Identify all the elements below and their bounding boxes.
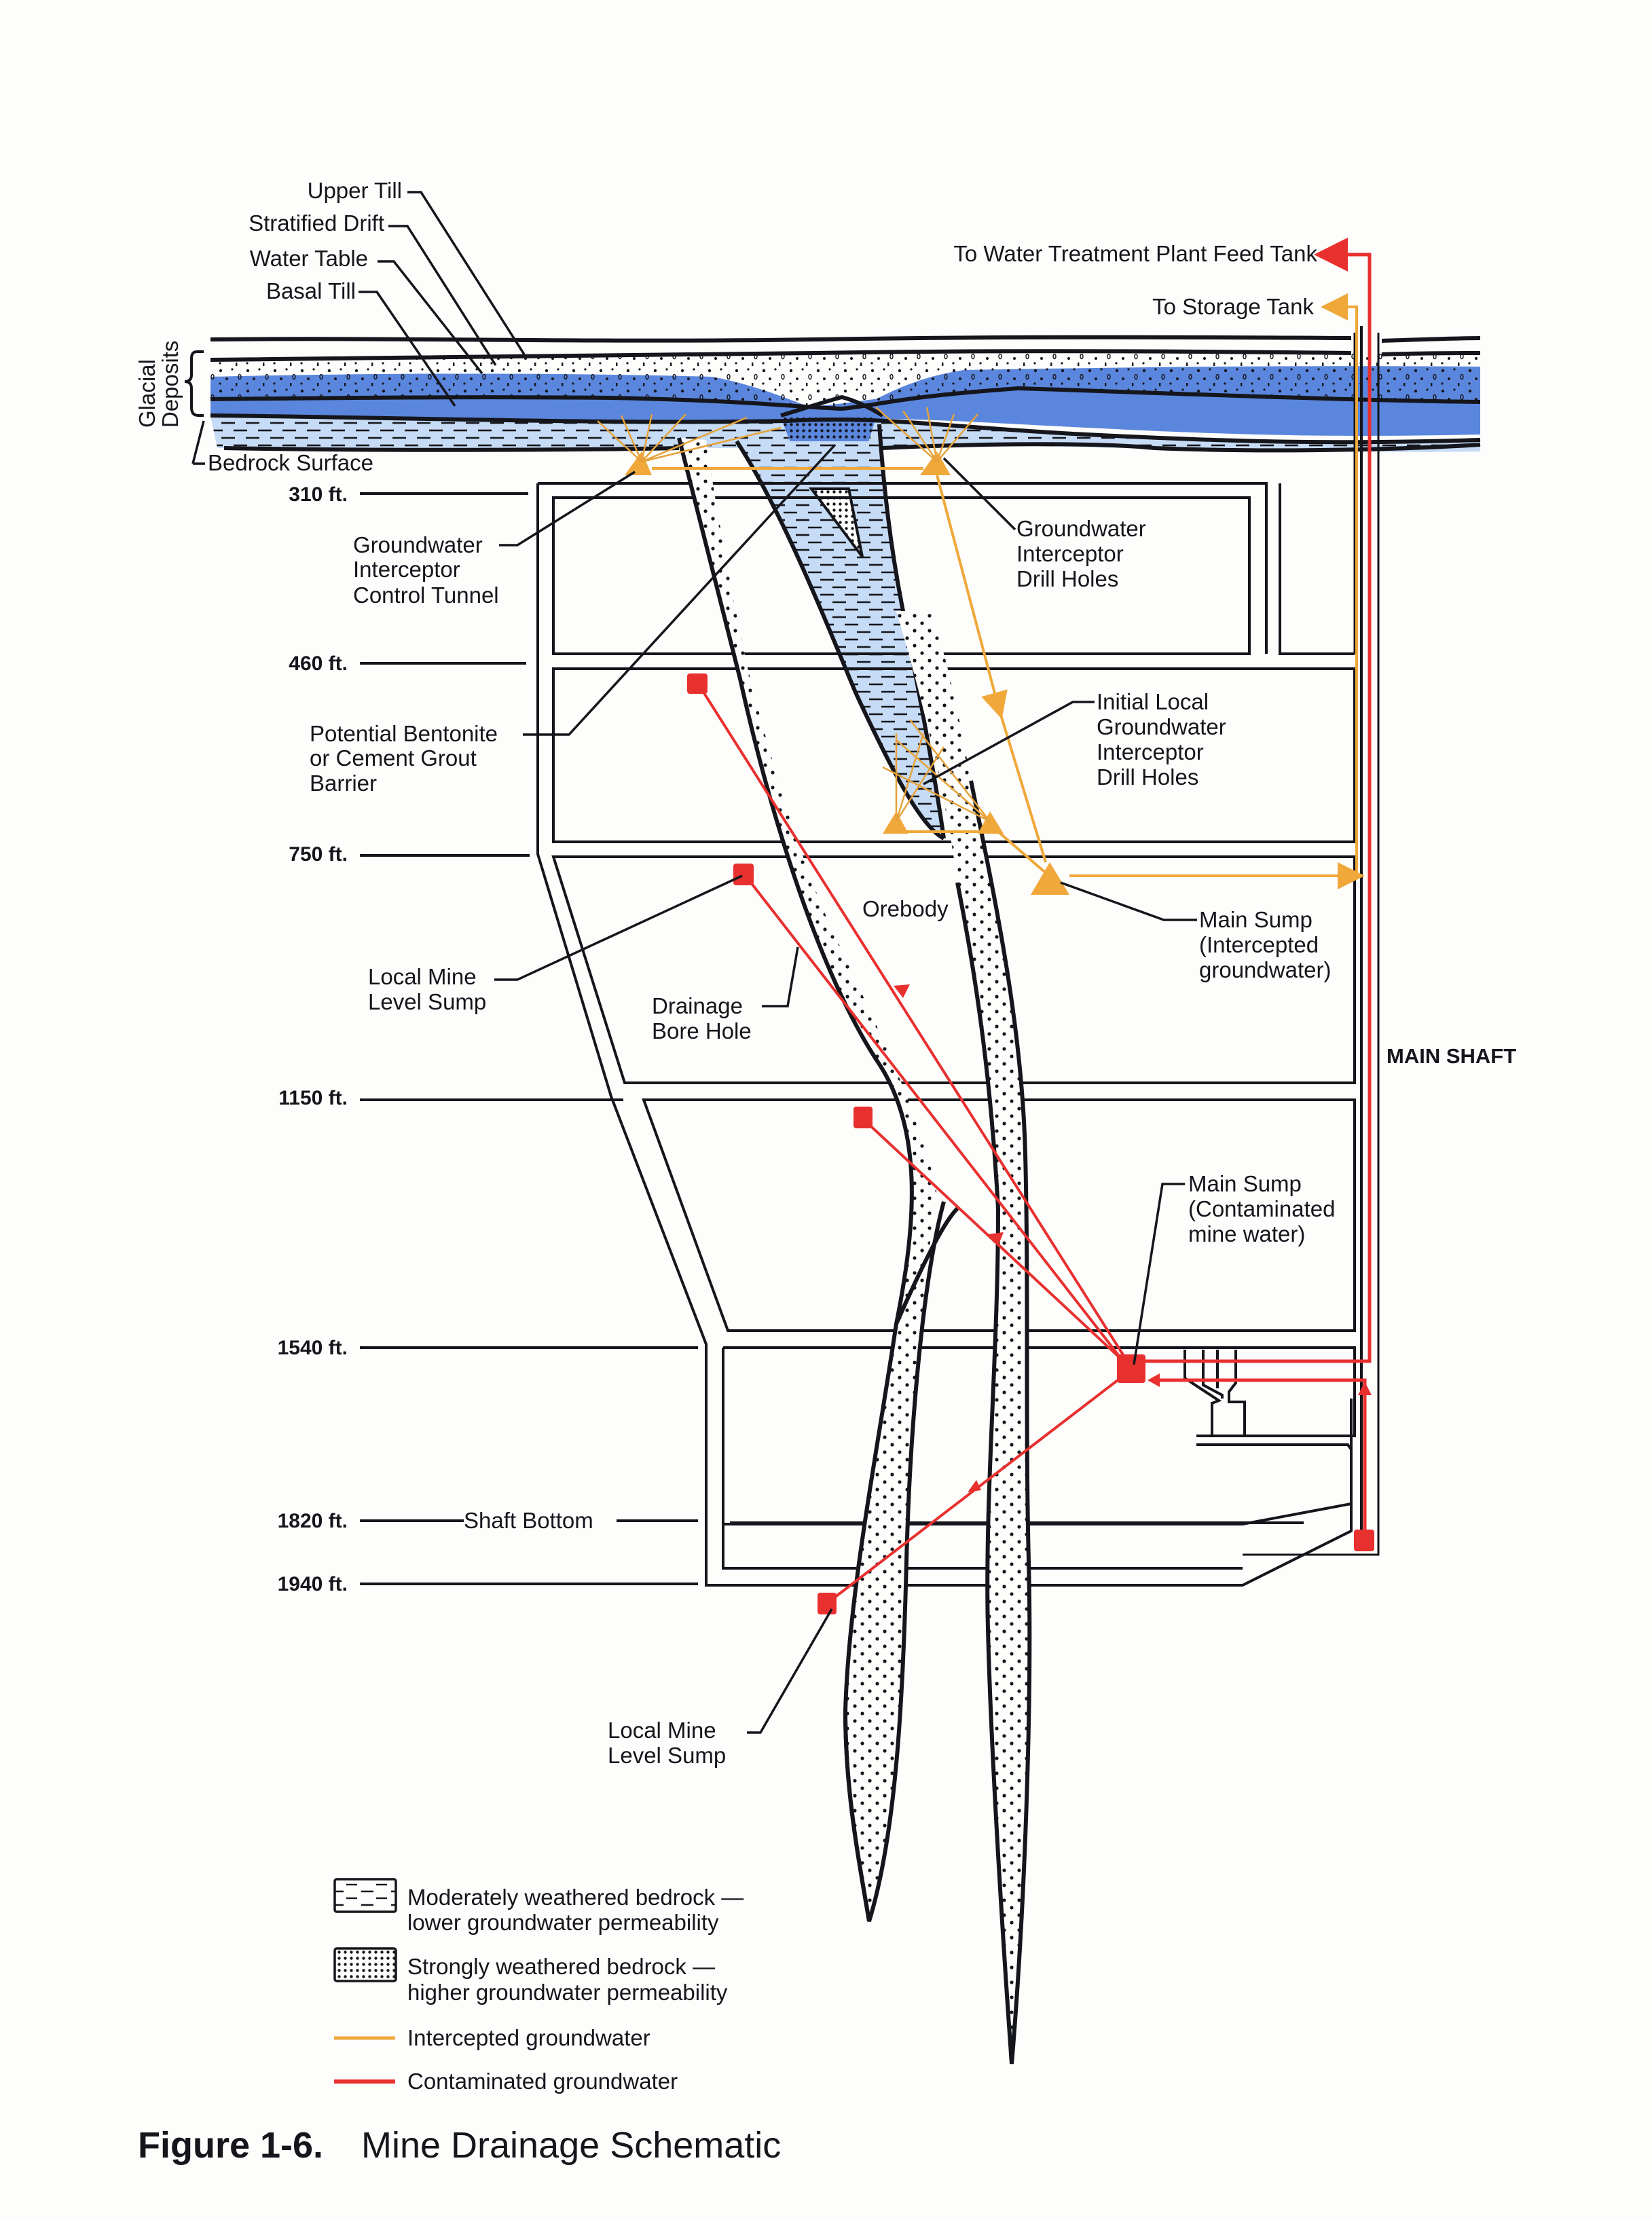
depth-750: 750 ft. (289, 843, 348, 866)
depth-460: 460 ft. (289, 652, 348, 675)
interceptor-initial-right (978, 811, 1004, 834)
legend: Moderately weathered bedrock — lower gro… (333, 1878, 744, 2094)
callout-grout-3: Barrier (310, 771, 377, 796)
callout-drill-holes-3: Drill Holes (1016, 566, 1118, 591)
callout-control-tunnel-2: Interceptor (353, 557, 460, 582)
interceptor-fan-left (625, 451, 652, 475)
callout-drill-holes-2: Interceptor (1016, 541, 1124, 566)
level-310-box (552, 496, 1251, 655)
glacial-label-line2: Deposits (158, 341, 183, 428)
orebody-left-limb (679, 438, 937, 1921)
upper-till-base-line (210, 349, 1352, 362)
interceptor-fan-right (920, 451, 951, 475)
callout-drill-holes-1: Groundwater (1016, 516, 1146, 541)
pump-structure (1183, 1350, 1246, 1436)
weathered-bedrock-wedge (737, 441, 944, 838)
callout-bore-hole-2: Bore Hole (652, 1018, 752, 1043)
callout-local-sump-upper-2: Level Sump (368, 989, 486, 1014)
depth-1150: 1150 ft. (278, 1087, 348, 1109)
contaminated-groundwater-flows (687, 238, 1374, 1614)
orebody-right-limb (896, 611, 1030, 2064)
label-basal-till: Basal Till (266, 278, 356, 303)
shaft-bottom-sump (1354, 1530, 1374, 1551)
depth-1540: 1540 ft. (278, 1337, 348, 1359)
label-bedrock-surface: Bedrock Surface (208, 450, 373, 475)
callout-main-sump-int-3: groundwater) (1199, 957, 1331, 982)
mine-workings (536, 326, 1363, 1587)
main-sump-intercepted-marker (1031, 862, 1069, 895)
legend-intercepted: Intercepted groundwater (407, 2025, 650, 2050)
callout-local-sump-lower-1: Local Mine (608, 1718, 716, 1743)
local-sump-460 (687, 673, 708, 694)
bedrock-lower-line (223, 442, 1481, 453)
callout-control-tunnel-1: Groundwater (353, 532, 483, 557)
label-upper-till: Upper Till (308, 178, 402, 203)
callout-main-sump-int-1: Main Sump (1199, 907, 1313, 932)
level-460-box (552, 667, 1356, 843)
callout-local-sump-upper-1: Local Mine (368, 964, 477, 989)
legend-moderate-line2: lower groundwater permeability (407, 1910, 719, 1935)
callout-initial-local-3: Interceptor (1097, 739, 1204, 764)
callouts: To Water Treatment Plant Feed Tank To St… (310, 241, 1516, 1768)
stratified-drift-layer (210, 351, 1480, 409)
depth-310: 310 ft. (289, 483, 348, 506)
callout-initial-local-2: Groundwater (1097, 714, 1226, 739)
figure-caption: Figure 1-6. Mine Drainage Schematic (138, 2125, 781, 2166)
callout-bore-hole-1: Drainage (652, 993, 743, 1018)
callout-grout-2: or Cement Grout (310, 745, 477, 771)
legend-contaminated: Contaminated groundwater (407, 2069, 678, 2094)
level-750-box (551, 855, 1356, 1084)
label-stratified-drift: Stratified Drift (249, 210, 384, 236)
outlet-storage-label: To Storage Tank (1152, 294, 1314, 319)
callout-main-sump-cont-3: mine water) (1188, 1221, 1305, 1246)
callout-main-sump-int-2: (Intercepted (1199, 932, 1319, 957)
label-water-table: Water Table (250, 246, 368, 271)
level-1150-box (642, 1098, 1356, 1332)
glacial-layer-labels: Upper Till Stratified Drift Water Table … (191, 178, 526, 475)
main-shaft (1243, 333, 1380, 1556)
legend-strong-line1: Strongly weathered bedrock — (407, 1954, 715, 1979)
label-shaft-bottom: Shaft Bottom (464, 1508, 593, 1533)
intercepted-groundwater-flows (597, 293, 1365, 895)
caption-number: Figure 1-6. (138, 2125, 323, 2166)
callout-initial-local-4: Drill Holes (1097, 764, 1198, 790)
outlet-treatment-label: To Water Treatment Plant Feed Tank (953, 241, 1317, 266)
glacial-label-line1: Glacial (134, 359, 160, 428)
orebody (677, 437, 1032, 2065)
legend-swatch-moderate (333, 1878, 397, 1913)
callout-local-sump-lower-2: Level Sump (608, 1743, 726, 1768)
dense-wedge-lower (809, 487, 864, 558)
label-orebody: Orebody (862, 896, 949, 921)
callout-main-sump-cont-1: Main Sump (1188, 1171, 1302, 1196)
depth-1820: 1820 ft. (278, 1510, 348, 1532)
label-main-shaft: MAIN SHAFT (1387, 1044, 1516, 1068)
caption-title: Mine Drainage Schematic (361, 2125, 781, 2166)
legend-strong-line2: higher groundwater permeability (407, 1980, 728, 2005)
callout-initial-local-1: Initial Local (1097, 689, 1209, 714)
depth-scale: 310 ft. 460 ft. 750 ft. 1150 ft. 1540 ft… (278, 483, 698, 1595)
legend-moderate-line1: Moderately weathered bedrock — (407, 1885, 744, 1910)
legend-swatch-strong (333, 1947, 397, 1982)
glacial-deposits-bracket: Glacial Deposits (134, 341, 204, 428)
ground-surface-line (210, 335, 1352, 343)
callout-grout-1: Potential Bentonite (310, 721, 498, 746)
callout-main-sump-cont-2: (Contaminated (1188, 1196, 1335, 1221)
interceptor-initial-left (883, 811, 908, 834)
depth-1940: 1940 ft. (278, 1573, 348, 1595)
local-sump-lower (818, 1593, 837, 1614)
callout-control-tunnel-3: Control Tunnel (353, 582, 499, 608)
level-1540-box (723, 1346, 1356, 1437)
